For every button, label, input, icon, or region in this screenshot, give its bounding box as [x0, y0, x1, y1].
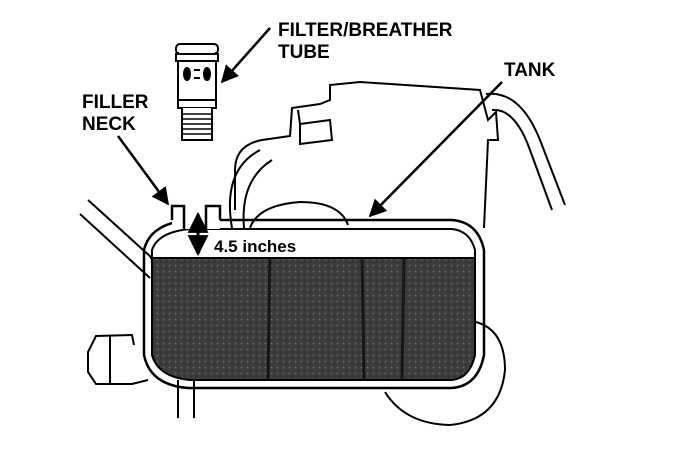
background-components — [79, 80, 566, 427]
filler-neck-label-line1: FILLER — [82, 92, 149, 113]
tank-inner-shell — [151, 228, 476, 381]
arrow-icon — [368, 81, 503, 218]
filter-breather-label-line1: FILTER/BREATHER — [278, 20, 453, 41]
tank-label: TANK — [504, 60, 556, 81]
fluid-fill — [152, 258, 475, 380]
arrow-icon — [116, 135, 170, 206]
measurement-label: 4.5 inches — [214, 237, 296, 256]
callout-arrows — [116, 27, 503, 218]
tank — [142, 218, 486, 390]
filter-breather-tube — [175, 43, 219, 141]
filler-neck — [170, 204, 222, 229]
arrow-icon — [220, 27, 271, 84]
filler-neck-label-line2: NECK — [82, 114, 136, 135]
filter-breather-label-line2: TUBE — [278, 42, 330, 63]
